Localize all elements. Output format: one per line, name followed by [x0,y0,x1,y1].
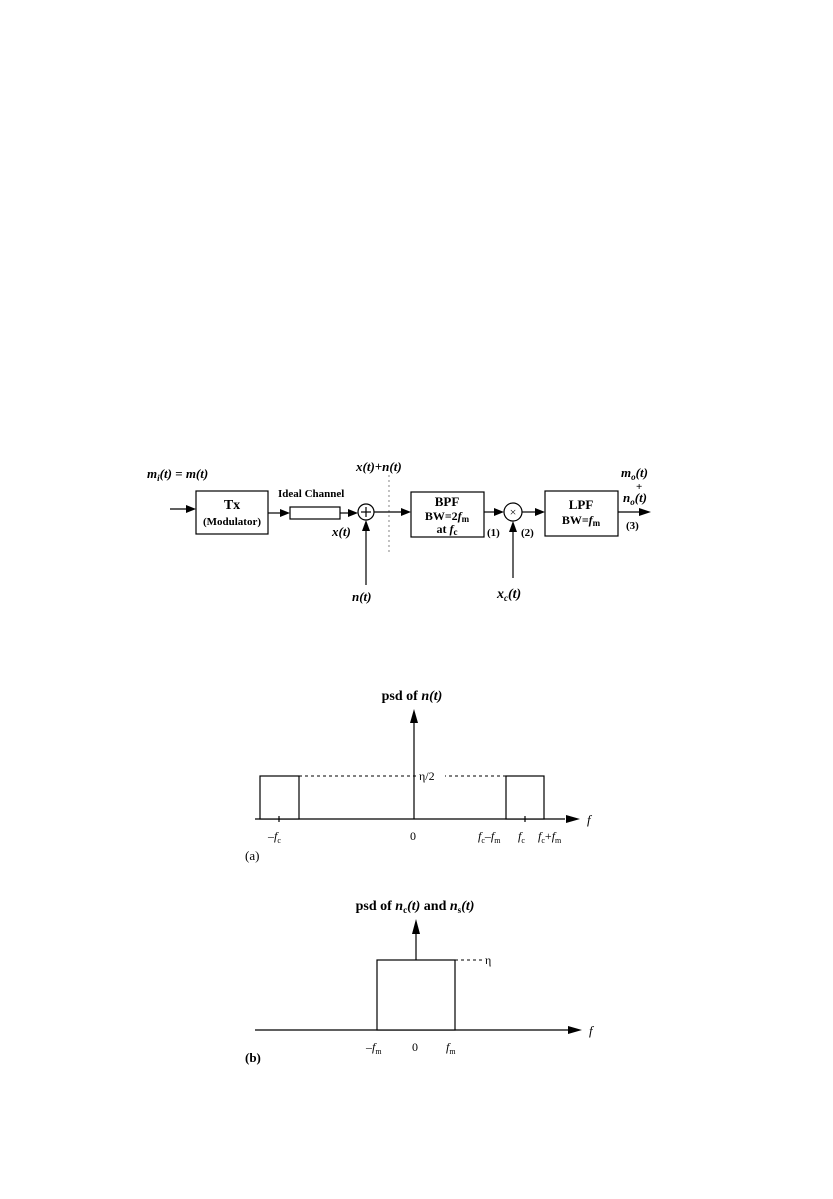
input-arrowhead [186,505,196,513]
carrier-arrowhead [509,521,517,532]
psd-a-vertical-arrowhead [410,709,418,723]
tx-sublabel: (Modulator) [203,516,261,528]
psd-b-label-zero: 0 [412,1040,418,1054]
mixer-symbol: × [510,505,517,519]
point-1-label: (1) [487,527,500,539]
tx-label: Tx [224,498,240,513]
psd-a-label-fc-minus-fm: fc–fm [478,829,501,845]
psd-b-level-label: η [485,953,491,967]
psd-a-panel-label: (a) [245,848,259,863]
ideal-channel-block [290,507,340,519]
psd-b-title: psd of nc(t) and ns(t) [356,899,475,915]
channel-label: Ideal Channel [278,488,344,500]
psd-a-negative-band [260,776,299,819]
psd-a-plot: psd of n(t) f η/2 –fc 0 fc–fm fc fc+fm (… [245,689,593,863]
output-noise-label: no(t) [623,490,647,507]
psd-b-label-fm: fm [446,1040,456,1056]
lpf-label: LPF [569,497,594,512]
channel-to-sum-arrowhead [348,509,358,517]
psd-a-title: psd of n(t) [382,689,443,704]
psd-a-label-zero: 0 [410,829,416,843]
bpf-label: BPF [435,494,460,509]
psd-a-axis-label: f [587,812,593,827]
sum-label: x(t)+n(t) [355,459,402,474]
psd-b-axis-label: f [589,1023,595,1038]
psd-a-level-label: η/2 [419,769,435,783]
output-arrowhead [639,508,651,516]
psd-b-panel-label: (b) [245,1050,261,1065]
psd-b-band [377,960,455,1030]
psd-b-vertical-arrowhead [412,919,420,934]
noise-arrowhead [362,520,370,531]
output-message-label: mo(t) [621,465,648,482]
bpf-to-mixer-arrowhead [494,508,504,516]
psd-a-label-fc: fc [518,829,525,845]
psd-b-plot: psd of nc(t) and ns(t) f η –fm 0 fm (b) [245,899,595,1065]
tx-to-channel-arrowhead [280,509,290,517]
block-diagram: mi(t) = m(t) Tx (Modulator) Ideal Channe… [147,459,651,604]
psd-b-label-neg-fm: –fm [365,1040,382,1056]
xt-label: x(t) [331,524,351,539]
carrier-label: xc(t) [496,587,521,603]
psd-a-label-neg-fc: –fc [267,829,281,845]
point-2-label: (2) [521,527,534,539]
psd-a-positive-band [506,776,544,819]
sum-to-bpf-arrowhead [401,508,411,516]
point-3-label: (3) [626,520,639,532]
mixer-to-lpf-arrowhead [535,508,545,516]
noise-label: n(t) [352,589,372,604]
input-label: mi(t) = m(t) [147,466,208,483]
psd-a-label-fc-plus-fm: fc+fm [538,829,562,845]
psd-b-horizontal-arrowhead [568,1026,582,1034]
psd-a-horizontal-arrowhead [566,815,580,823]
